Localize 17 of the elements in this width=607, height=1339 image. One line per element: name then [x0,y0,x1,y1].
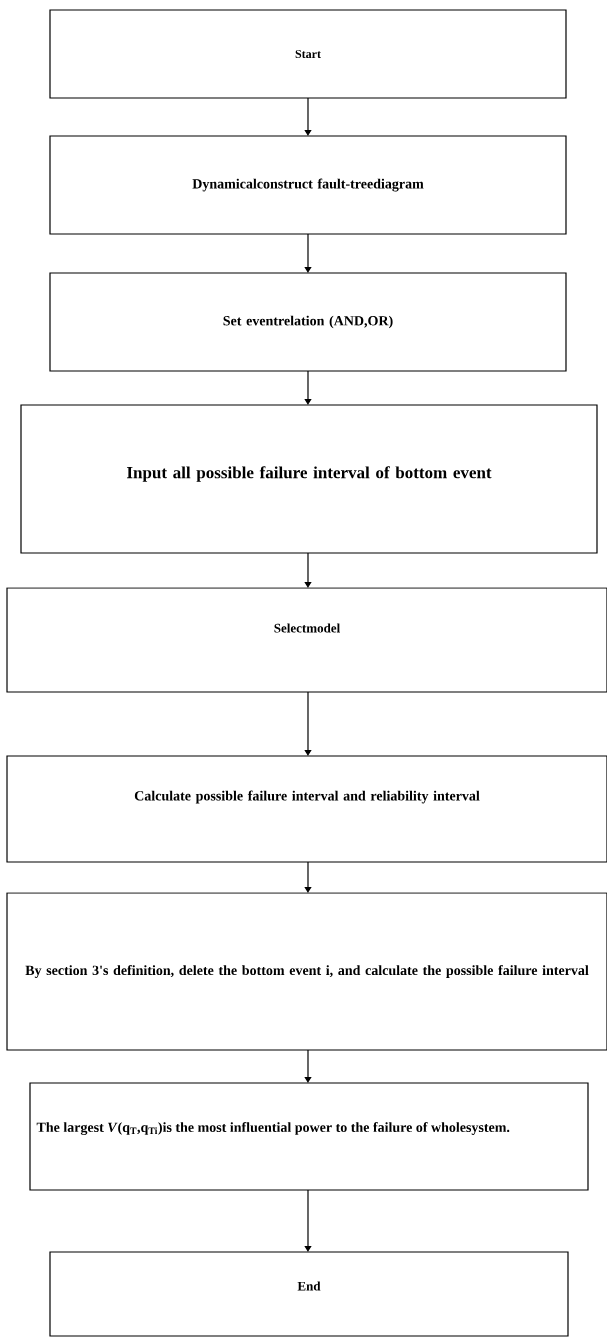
arrow [304,97,312,136]
arrow [304,1049,312,1083]
process-box: Calculate possible failure interval and reliability interval [6,755,607,863]
process-box: Dynamicalconstruct fault-treediagram [49,135,567,235]
process-box: Start [49,9,567,99]
arrow [304,861,312,893]
process-box: Set eventrelation (AND,OR) [49,272,567,372]
process-box: End [49,1251,569,1337]
arrow [304,233,312,273]
process-box: Selectmodel [6,587,607,693]
process-box: The largest V(q$_{T}$,q$_{Ti}$)is the most influential power to the failure of wholesystem. [29,1082,589,1191]
process-box: By section 3's definition, delete the bottom event i, and calculate the possible failure interval [6,892,607,1051]
arrow [304,1189,312,1252]
arrow [304,552,312,588]
process-box: Input all possible failure interval of bottom event [20,404,598,554]
arrow [304,370,312,405]
arrow [304,691,312,756]
